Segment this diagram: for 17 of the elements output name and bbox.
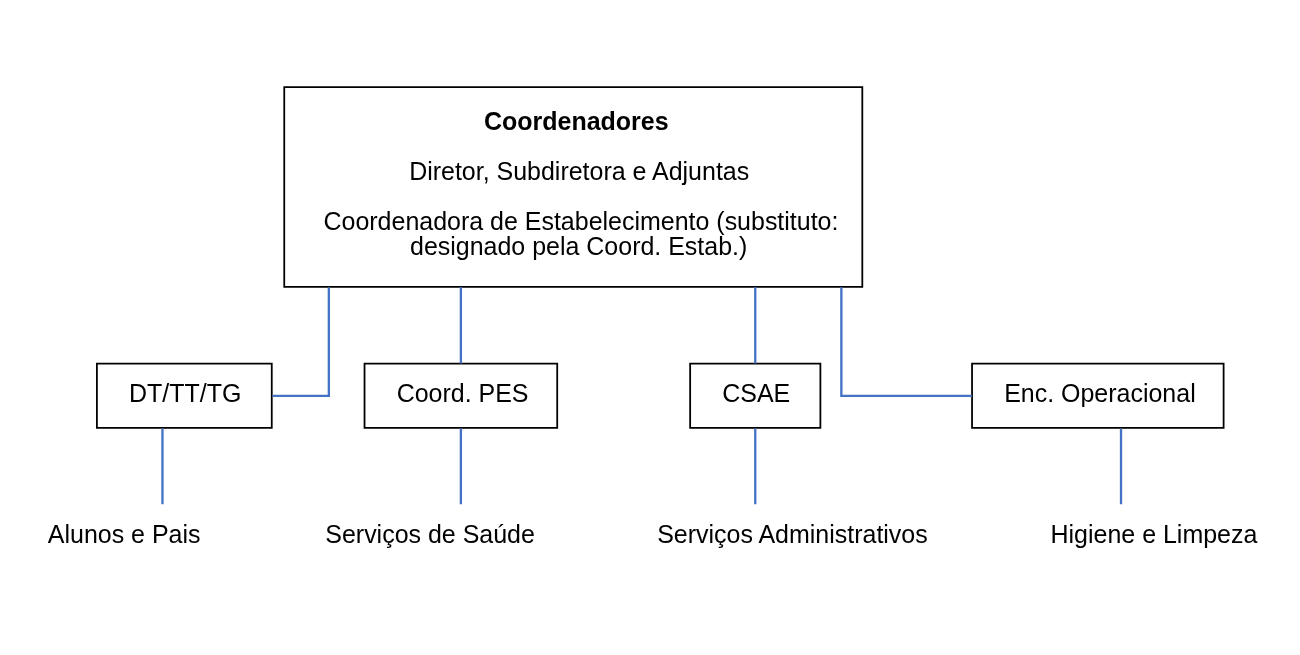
node-box: CSAE	[689, 362, 822, 429]
node-text: Higiene e Limpeza	[1050, 519, 1258, 548]
node-box: DT/TT/TG	[96, 362, 273, 429]
node-text: Serviços de Saúde	[325, 519, 535, 548]
node-box: Coordenadores Diretor, Subdiretora e Adjuntas Coordenadora de Estabelecimento (substituto: designado pela Coord. Estab.)	[283, 85, 864, 288]
connector	[459, 428, 463, 504]
connector	[272, 286, 330, 397]
connector	[161, 428, 164, 504]
node-text: Serviços Administrativos	[657, 519, 928, 548]
node-text: Alunos e Pais	[47, 519, 201, 548]
connector	[840, 286, 972, 397]
connector	[754, 286, 757, 363]
connector	[1119, 428, 1123, 504]
node-box: Coord. PES	[363, 362, 559, 429]
connector	[754, 428, 757, 504]
connector	[459, 286, 463, 363]
node-box: Enc. Operacional	[971, 362, 1225, 429]
